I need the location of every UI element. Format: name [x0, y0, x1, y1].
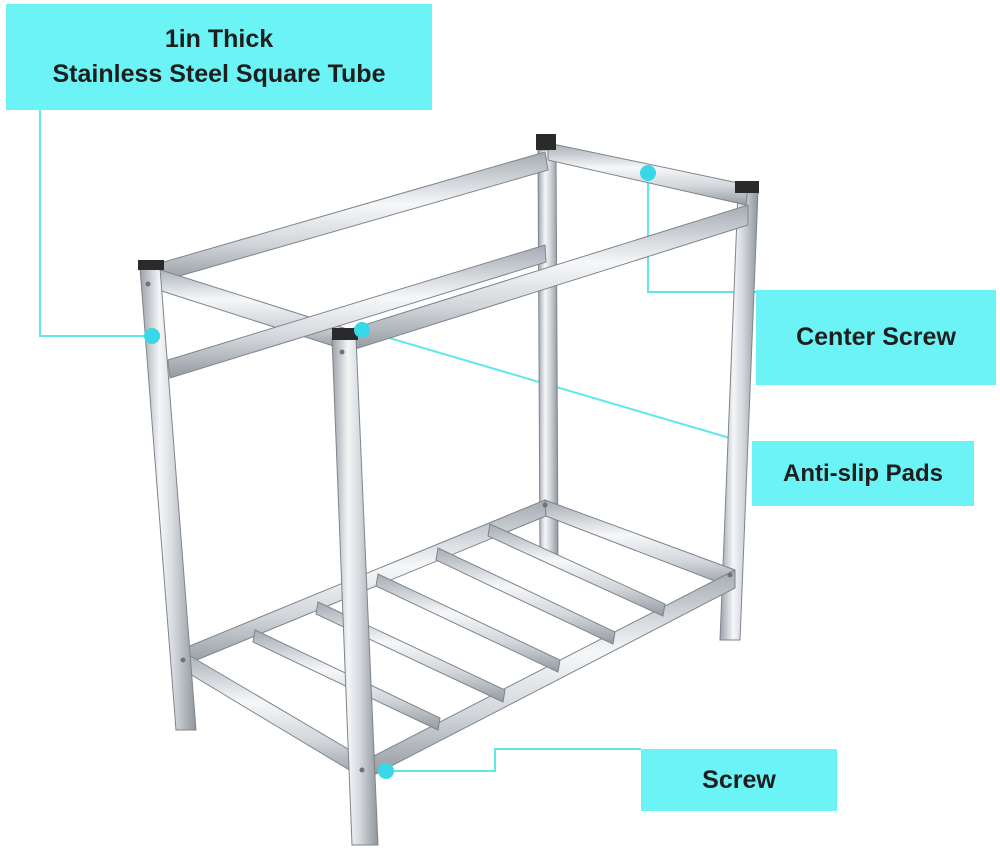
rack-frame	[139, 142, 759, 846]
callout-center-screw-label: Center Screw	[796, 323, 956, 351]
end-cap	[138, 260, 164, 270]
end-cap	[332, 328, 358, 340]
leader-line-center-screw	[647, 173, 756, 293]
markers	[144, 165, 656, 779]
end-cap	[536, 134, 556, 150]
screw-head	[339, 349, 345, 355]
screws	[145, 281, 733, 773]
shelf-slat	[487, 523, 666, 617]
tube-marker-icon	[144, 328, 160, 344]
left-middle-rail	[167, 244, 547, 379]
end-caps	[138, 134, 759, 340]
callout-screw: Screw	[641, 749, 837, 811]
callout-screw-label: Screw	[702, 765, 776, 794]
screw-head	[359, 767, 365, 773]
shelf-slat	[435, 547, 616, 645]
end-cap	[735, 181, 759, 193]
callout-tube: 1in Thick Stainless Steel Square Tube	[6, 4, 432, 110]
screw-head	[180, 657, 186, 663]
leader-line-tube	[39, 110, 150, 337]
callout-center-screw: Center Screw	[756, 290, 996, 385]
screw-head	[542, 502, 548, 508]
center-screw-marker-icon	[640, 165, 656, 181]
callout-tube-line1: 1in Thick	[164, 25, 274, 53]
shelf-slat	[375, 573, 561, 673]
screw-head	[727, 572, 733, 578]
anti-slip-pads-marker-icon	[354, 322, 370, 338]
leader-line-screw	[386, 748, 641, 772]
shelf-slats	[252, 523, 666, 731]
bottom-left-rail	[179, 649, 371, 781]
callout-anti-slip-pads: Anti-slip Pads	[752, 441, 974, 506]
callout-tube-line2: Stainless Steel Square Tube	[52, 60, 386, 88]
back-left-post	[537, 149, 559, 561]
screw-marker-icon	[378, 763, 394, 779]
screw-head	[145, 281, 151, 287]
callout-anti-slip-pads-label: Anti-slip Pads	[782, 459, 944, 487]
